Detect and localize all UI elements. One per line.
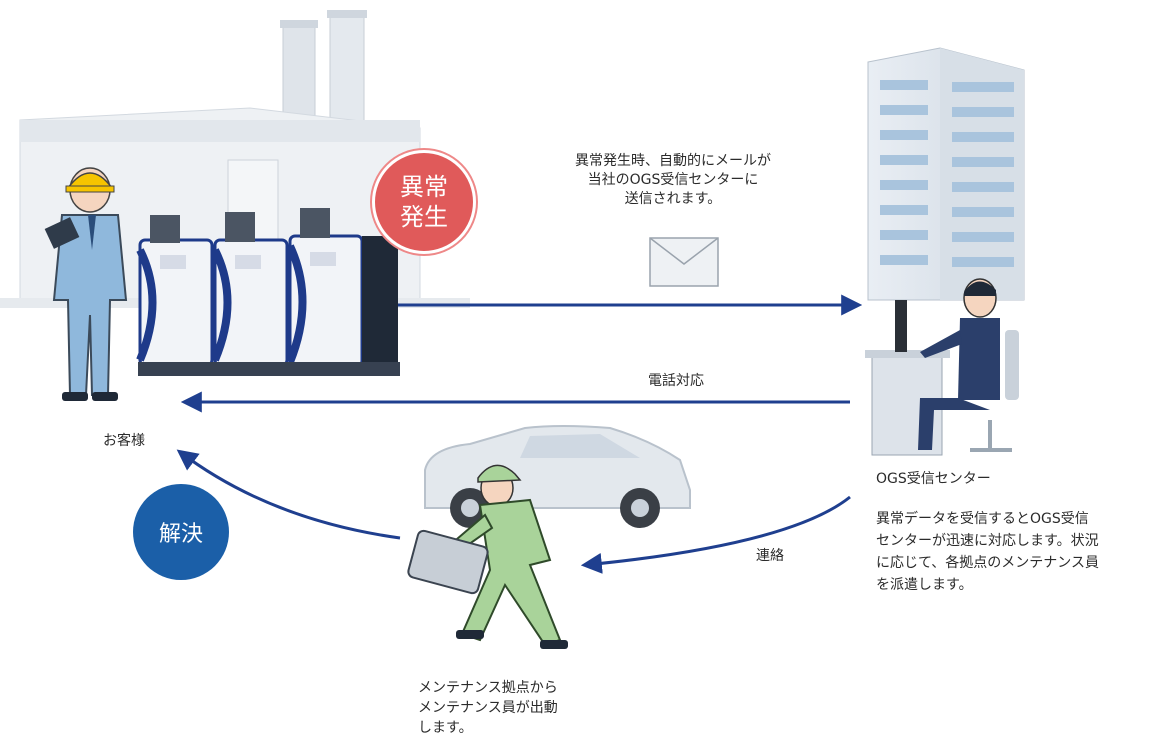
customer-label: お客様 [103,433,145,449]
center-name: OGS受信センター [876,471,991,487]
office-building-icon [867,47,1025,301]
email-caption-line1: 異常発生時、自動的にメールが [575,153,771,169]
resolved-badge: 解決 [133,484,229,580]
operator-at-desk-icon [865,278,1019,456]
center-description-line3: に応じて、各拠点のメンテナンス員 [876,555,1100,571]
email-caption: 異常発生時、自動的にメールが 当社のOGS受信センターに 送信されます。 [548,152,798,209]
center-description-line1: 異常データを受信するとOGS受信 [876,511,1089,527]
dispatch-caption-line1: メンテナンス拠点から [418,680,558,696]
customer-worker-icon [44,167,128,401]
resolved-badge-label: 解決 [158,522,203,547]
contact-arrow [580,495,851,574]
service-car-icon [424,425,691,528]
email-caption-line3: 送信されます。 [624,191,722,207]
anomaly-badge: 異常 発生 [372,150,476,254]
center-description-line2: センターが迅速に対応します。状況 [876,533,1099,549]
anomaly-badge-line1: 異常 [400,173,448,201]
envelope-icon [649,237,719,287]
dispatch-caption-line3: します。 [418,720,473,736]
dispatch-caption-line2: メンテナンス員が出動 [418,700,558,716]
contact-label: 連絡 [756,548,784,564]
anomaly-badge-line2: 発生 [400,203,448,231]
email-caption-line2: 当社のOGS受信センターに [587,172,759,188]
center-description-line4: を派遣します。 [876,577,973,593]
resolve-arrow [176,449,401,540]
center-description: 異常データを受信するとOGS受信 センターが迅速に対応します。状況 に応じて、各… [876,508,1099,596]
mechanic-with-toolbox-icon [407,464,568,649]
boiler-units-icon [136,208,400,376]
dispatch-caption: メンテナンス拠点から メンテナンス員が出動 します。 [418,678,558,738]
phone-label: 電話対応 [648,373,704,389]
